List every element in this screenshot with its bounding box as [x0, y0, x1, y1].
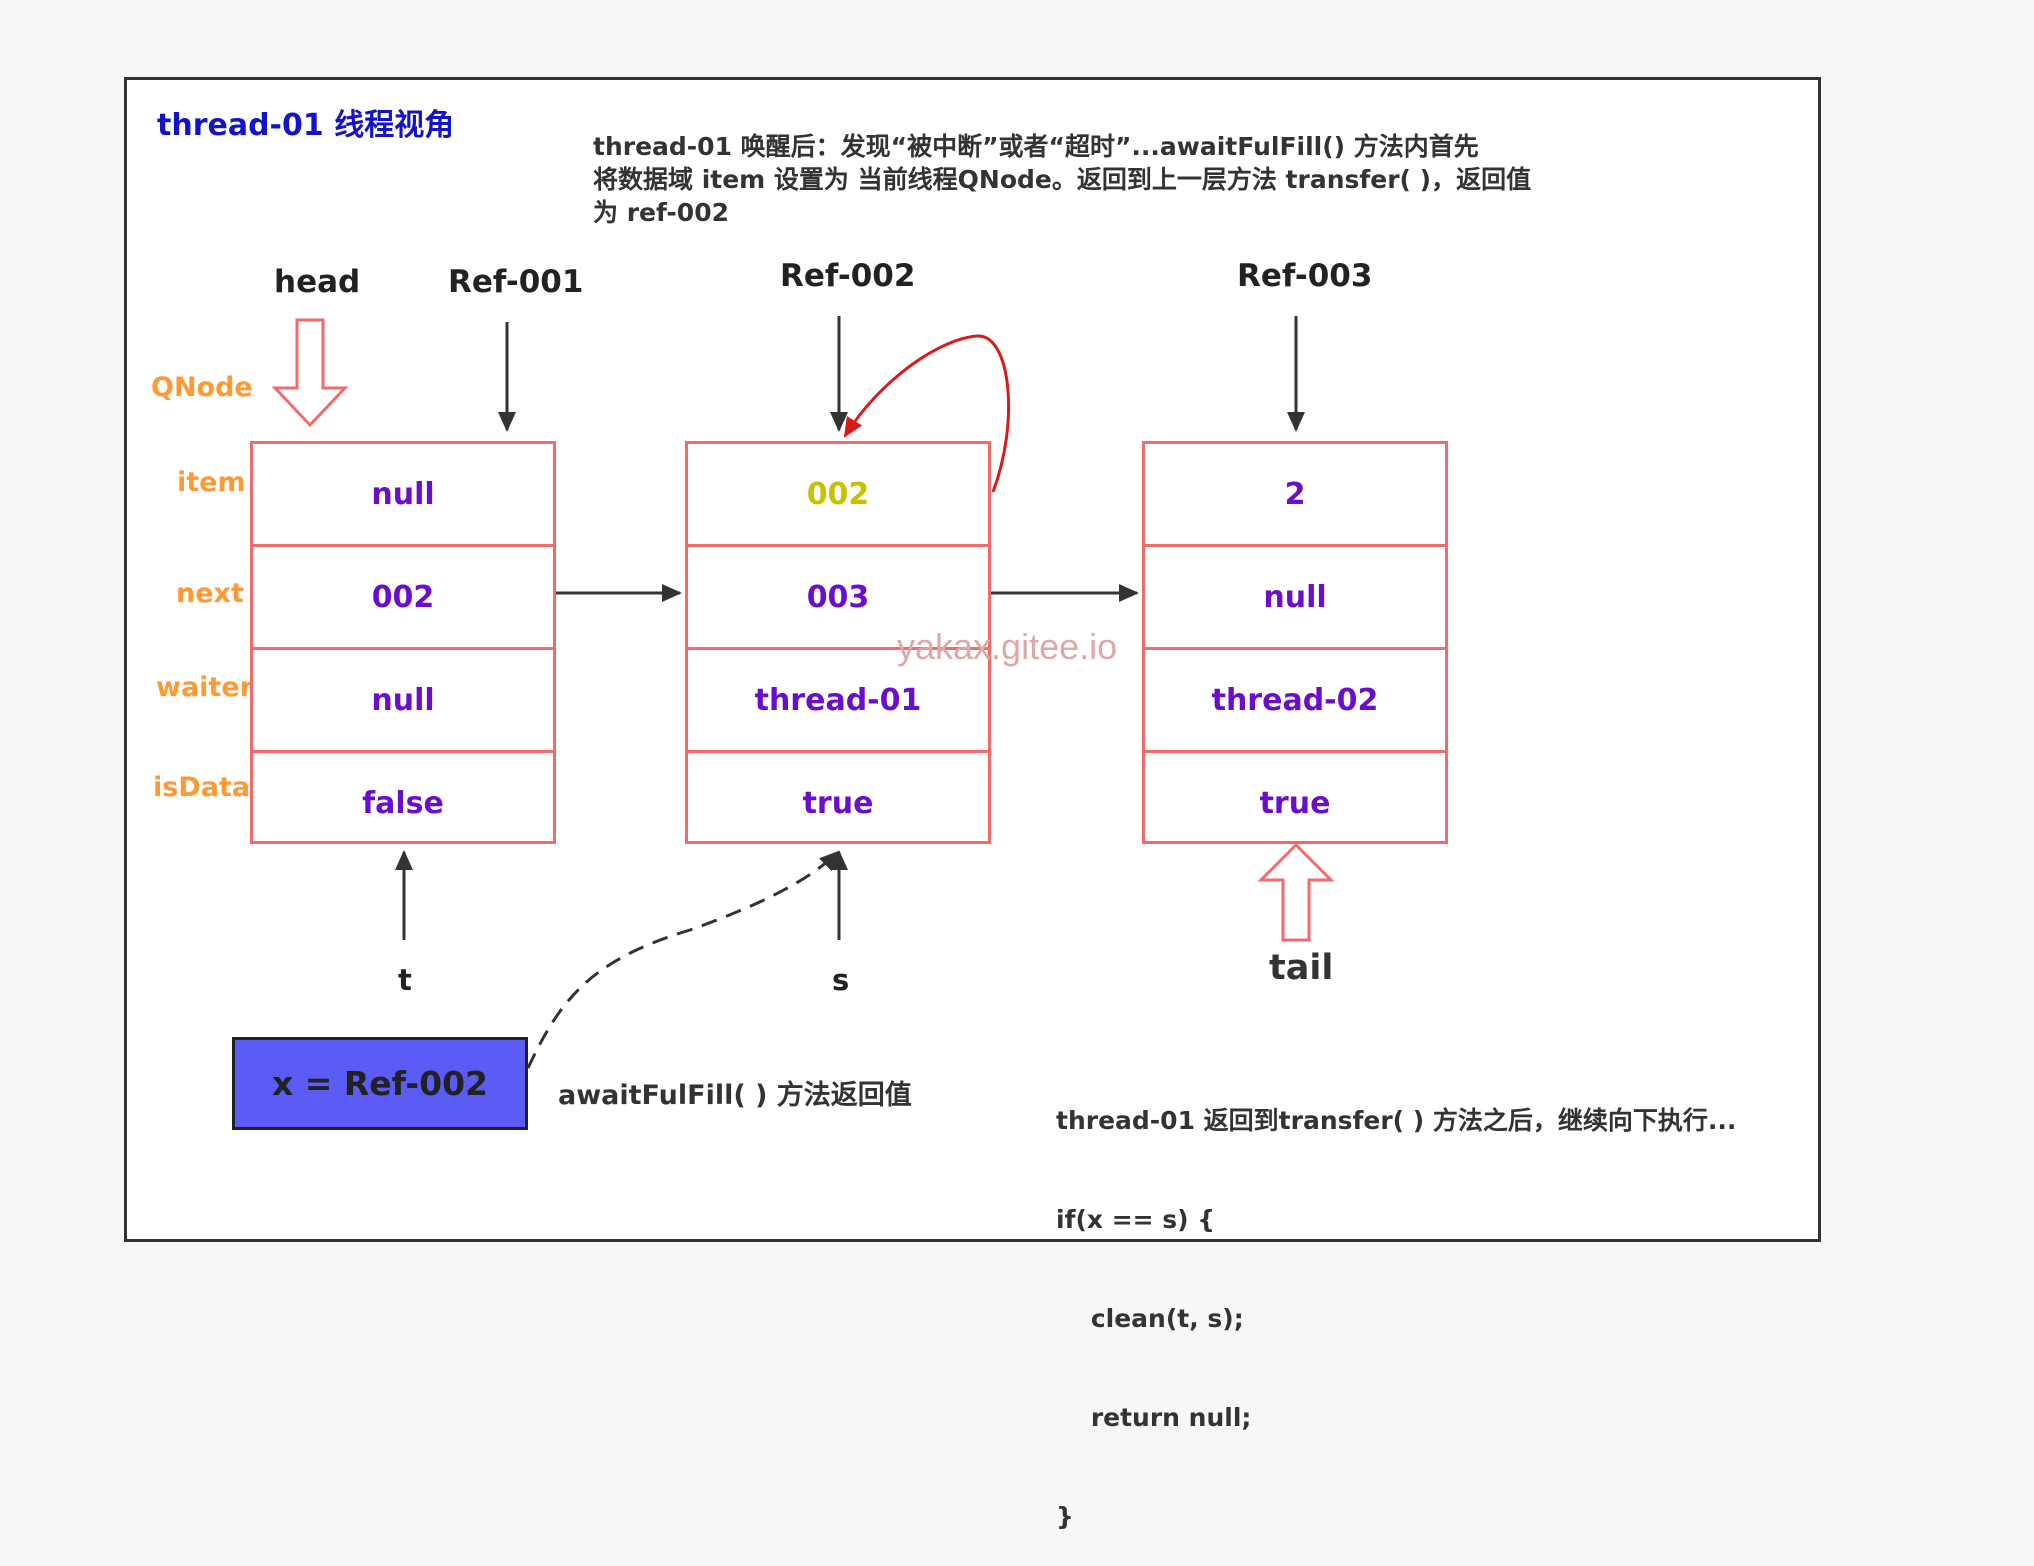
node1-item: null — [253, 444, 553, 547]
self-ref-curve-arrow — [843, 334, 1011, 493]
code-line-3: clean(t, s); — [1056, 1304, 1244, 1333]
watermark: yakax.gitee.io — [897, 626, 1118, 667]
x-equals-s-dashed-arrow — [526, 850, 840, 1069]
top-note-line-3: 为 ref-002 — [593, 198, 729, 227]
ref-001-label: Ref-001 — [448, 264, 584, 300]
diagram-title: thread-01 线程视角 — [157, 108, 455, 143]
field-label-item: item — [177, 467, 246, 498]
field-label-waiter: waiter — [156, 672, 253, 703]
qnode-ref-003: 2 null thread-02 true — [1142, 441, 1448, 844]
node2-waiter: thread-01 — [688, 650, 988, 753]
head-hollow-arrow — [271, 318, 349, 428]
field-label-next: next — [176, 578, 244, 609]
s-label: s — [832, 963, 850, 997]
node2-isdata: true — [802, 785, 874, 821]
top-note-line-1: thread-01 唤醒后：发现“被中断”或者“超时”...awaitFulFi… — [593, 132, 1479, 161]
qnode-label: QNode — [151, 372, 253, 403]
connector-layer — [271, 316, 1335, 1069]
code-line-5: } — [1056, 1502, 1074, 1531]
head-label: head — [274, 264, 361, 300]
node1-isdata: false — [362, 785, 444, 821]
code-line-2: if(x == s) { — [1056, 1205, 1216, 1234]
qnode-ref-001: null 002 null false — [250, 441, 556, 844]
node2-item: 002 — [688, 444, 988, 547]
node3-isdata: true — [1259, 785, 1331, 821]
node3-waiter: thread-02 — [1145, 650, 1445, 753]
node3-next: null — [1145, 547, 1445, 650]
tail-hollow-arrow — [1257, 842, 1335, 942]
field-label-isdata: isData — [153, 772, 251, 803]
node3-item: 2 — [1145, 444, 1445, 547]
tail-label: tail — [1269, 948, 1334, 988]
t-label: t — [398, 963, 412, 997]
qnode-ref-002: 002 003 thread-01 true — [685, 441, 991, 844]
code-line-4: return null; — [1056, 1403, 1252, 1432]
code-line-1: thread-01 返回到transfer( ) 方法之后，继续向下执行... — [1056, 1106, 1737, 1135]
ref-003-label: Ref-003 — [1237, 258, 1373, 294]
node1-next: 002 — [253, 547, 553, 650]
ref-002-label: Ref-002 — [780, 258, 916, 294]
node1-waiter: null — [253, 650, 553, 753]
top-note-line-2: 将数据域 item 设置为 当前线程QNode。返回到上一层方法 transfe… — [593, 165, 1532, 194]
await-return-label: awaitFulFill( ) 方法返回值 — [558, 1080, 912, 1111]
node2-next: 003 — [688, 547, 988, 650]
top-note: thread-01 唤醒后：发现“被中断”或者“超时”...awaitFulFi… — [593, 130, 1531, 229]
x-result-box: x = Ref-002 — [232, 1037, 528, 1130]
